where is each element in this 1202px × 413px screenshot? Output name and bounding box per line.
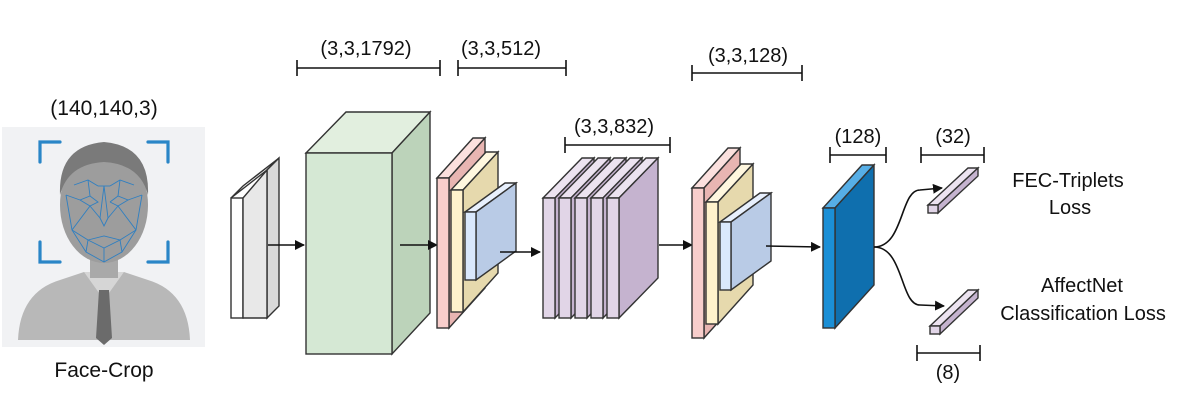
face-crop-image (2, 127, 205, 347)
input-caption: Face-Crop (54, 359, 153, 382)
embedding-layer (821, 163, 876, 330)
dim-bar-1792 (296, 60, 441, 76)
affectnet-head-layer (928, 288, 980, 336)
input-slab (230, 156, 280, 320)
dim-label-fec: (32) (935, 126, 971, 148)
dim-bar-128 (691, 65, 803, 81)
arrow-to-affectnet (873, 246, 945, 311)
fec-loss-line2: Loss (1049, 197, 1091, 219)
arrow-5 (765, 241, 821, 252)
fec-loss-line1: FEC-Triplets (1012, 170, 1123, 192)
dim-label-512: (3,3,512) (461, 38, 541, 60)
dim-label-128: (3,3,128) (708, 45, 788, 67)
affectnet-loss-line1: AffectNet (1041, 275, 1123, 297)
dim-label-affectnet: (8) (936, 362, 960, 384)
block-128 (690, 146, 774, 340)
dim-label-832: (3,3,832) (574, 116, 654, 138)
affectnet-loss-line2: Classification Loss (1000, 303, 1166, 325)
dim-label-1792: (3,3,1792) (320, 38, 411, 60)
dim-bar-832 (564, 137, 671, 153)
dim-label-emb: (128) (835, 126, 882, 148)
dim-bar-512 (457, 60, 567, 76)
dim-bar-affectnet (916, 345, 981, 361)
block-1792 (304, 110, 432, 356)
dim-bar-emb (829, 147, 887, 163)
block-512 (435, 136, 519, 330)
block-832 (541, 156, 660, 320)
arrow-to-fec (873, 183, 943, 248)
input-shape-label: (140,140,3) (50, 97, 157, 120)
dim-bar-fec (920, 147, 985, 163)
fec-head-layer (926, 166, 980, 215)
